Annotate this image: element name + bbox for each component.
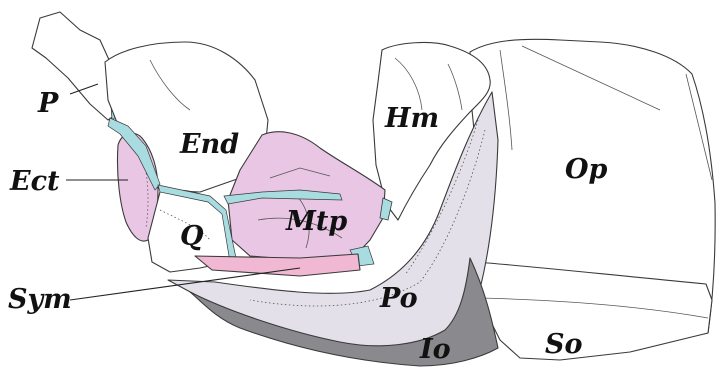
label-Q: Q (180, 221, 204, 252)
symplectic-bone (195, 254, 360, 276)
label-End: End (179, 129, 239, 160)
label-Po: Po (379, 283, 418, 314)
label-Hm: Hm (384, 103, 439, 134)
label-Op: Op (565, 154, 608, 185)
label-Ect: Ect (9, 166, 60, 197)
label-Io: Io (419, 334, 451, 365)
label-So: So (545, 329, 583, 360)
label-P: P (37, 88, 59, 119)
label-Mtp: Mtp (285, 206, 347, 237)
label-Sym: Sym (8, 284, 72, 315)
